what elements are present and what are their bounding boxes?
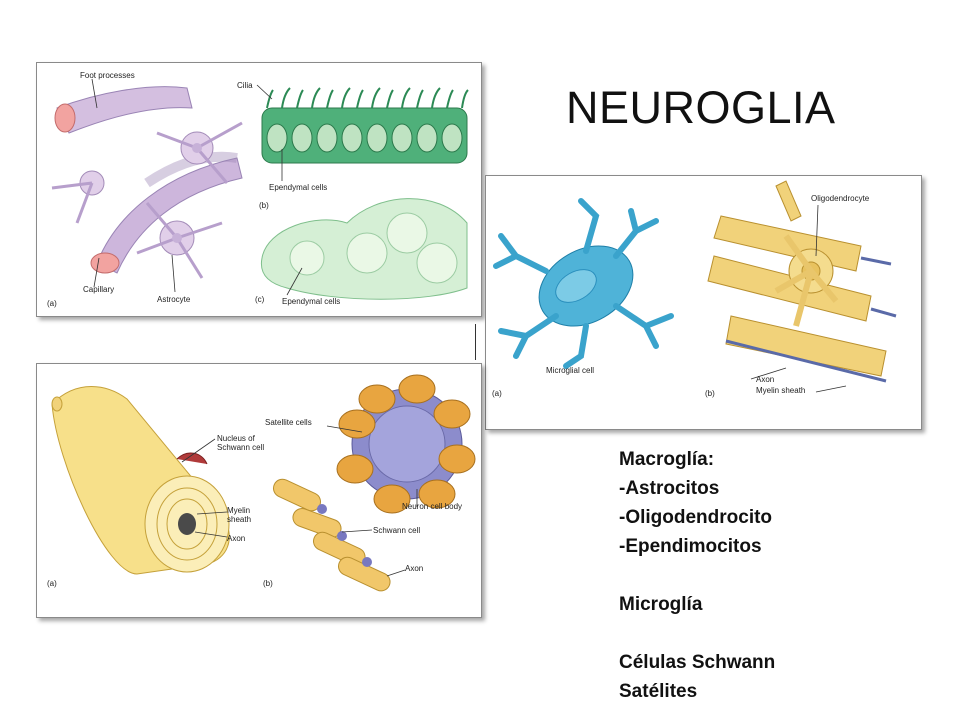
label-ependymal-cells-b: Ependymal cells <box>269 183 328 192</box>
label-satellite-cells: Satellite cells <box>265 418 312 427</box>
spacer <box>619 562 775 591</box>
macroglia-heading: Macroglía: <box>619 449 715 470</box>
label-panel-a: (a) <box>47 579 57 588</box>
schwann-satellite-illustration <box>51 374 476 592</box>
label-myelin-sheath: Myelin sheath <box>756 386 806 395</box>
label-axon: Axon <box>756 375 775 384</box>
label-schwann-cell: Schwann cell <box>373 526 421 535</box>
macroglia-item-ependimocitos: -Ependimocitos <box>619 536 762 557</box>
label-nucleus-of-schwann-cell: Nucleus of Schwann cell <box>217 434 265 452</box>
figure-microglia-oligodendrocyte: Oligodendrocyte Microglial cell Axon Mye… <box>485 175 922 430</box>
label-astrocyte: Astrocyte <box>157 295 191 304</box>
label-panel-c: (c) <box>255 295 265 304</box>
neuroglia-classification: Macroglía: -Astrocitos -Oligodendrocito … <box>619 446 775 707</box>
microglia-oligodendrocyte-illustration <box>493 180 897 393</box>
satellite-heading: Satélites <box>619 681 698 702</box>
label-oligodendrocyte: Oligodendrocyte <box>811 194 870 203</box>
macroglia-item-astrocitos: -Astrocitos <box>619 478 720 499</box>
figure-schwann-satellite: Nucleus of Schwann cell Myelin sheath Ax… <box>36 363 482 618</box>
label-panel-b: (b) <box>259 201 269 210</box>
label-panel-b: (b) <box>263 579 273 588</box>
label-microglial-cell: Microglial cell <box>546 366 595 375</box>
label-cilia: Cilia <box>237 81 253 90</box>
microglia-heading: Microglía <box>619 594 703 615</box>
figure-astrocyte-ependymal: Foot processes Capillary Astrocyte (a) C… <box>36 62 482 317</box>
label-panel-a: (a) <box>47 299 57 308</box>
label-neuron-cell-body: Neuron cell body <box>402 502 463 511</box>
label-axon-a: Axon <box>227 534 246 543</box>
spacer <box>619 620 775 649</box>
label-foot-processes: Foot processes <box>80 71 135 80</box>
schwann-heading: Células Schwann <box>619 652 776 673</box>
astrocyte-ependymal-illustration <box>51 78 469 300</box>
label-capillary: Capillary <box>83 285 115 294</box>
label-panel-a: (a) <box>492 389 502 398</box>
label-ependymal-cells-c: Ependymal cells <box>282 297 341 306</box>
macroglia-item-oligodendrocito: -Oligodendrocito <box>619 507 773 528</box>
label-panel-b: (b) <box>705 389 715 398</box>
label-myelin-sheath: Myelin sheath <box>227 506 252 524</box>
label-axon-b: Axon <box>405 564 424 573</box>
slide-title: NEUROGLIA <box>566 82 836 133</box>
connector-line <box>475 324 476 360</box>
